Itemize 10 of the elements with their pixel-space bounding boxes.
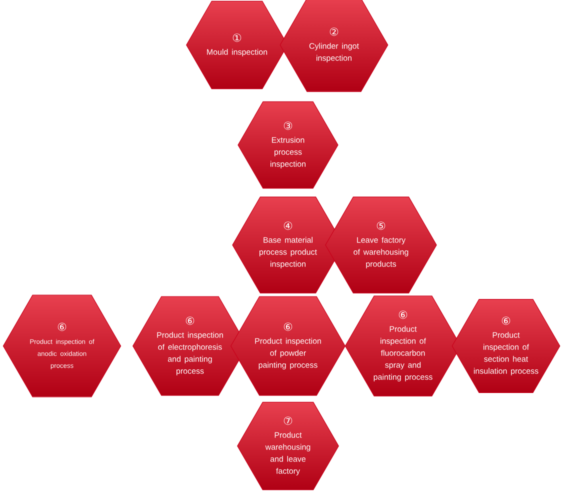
hexagon: ⑦ Product warehousing and leave factory [237, 402, 339, 490]
hexagon: ⑤ Leave factory of warehousing products [325, 196, 437, 294]
hexagon: ⑥ Product inspection of fluorocarbon spray and painting process [344, 296, 462, 396]
hexagon: ② Cylinder ingot inspection [280, 0, 388, 92]
hexagon: ⑥ Product inspection of section heat insulation process [452, 299, 560, 393]
hexagon: ④ Base material process product inspection [232, 196, 344, 294]
hexagon: ⑥ Product inspection of powder painting process [230, 296, 346, 396]
hexagon: ⑥ Product inspection of electrophoresis and painting process [132, 296, 248, 396]
hexagon: ① Mould inspection [186, 0, 288, 90]
hexagon: ③ Extrusion process inspection [238, 101, 338, 189]
